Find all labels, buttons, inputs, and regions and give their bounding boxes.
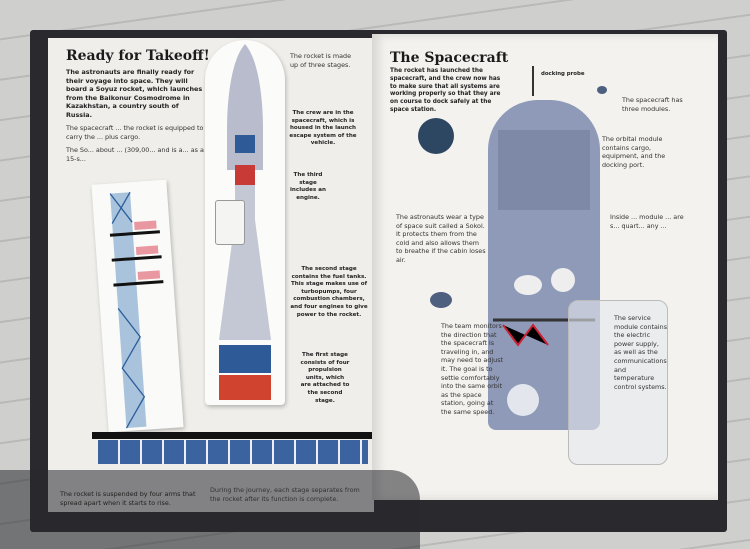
third-stage-text: The third stage includes an engine. <box>290 172 326 201</box>
asteroid-icon <box>597 86 607 94</box>
suspended-text: The rocket is suspended by four arms tha… <box>60 490 196 507</box>
stages-text: The rocket is made up of three stages. <box>290 52 352 69</box>
launch-platform <box>92 432 372 439</box>
launch-tower-pull-tab[interactable] <box>91 179 184 433</box>
crew-text: The crew are in the spacecraft, which is… <box>289 110 357 147</box>
first-stage-text: The first stage consists of four propuls… <box>300 352 350 404</box>
inside-text: Inside ... module ... are s... quart... … <box>610 213 684 230</box>
docking-probe-icon <box>532 66 534 96</box>
sokol-text: The astronauts wear a type of space suit… <box>396 213 486 264</box>
equipped-text: The spacecraft ... the rocket is equippe… <box>66 124 204 141</box>
shadow <box>0 470 420 549</box>
intro-text: The astronauts are finally ready for the… <box>66 68 203 119</box>
docking-probe-label: docking probe <box>541 71 585 77</box>
modules-text: The spacecraft has three modules. <box>622 96 683 113</box>
spacecraft-intro: The rocket has launched the spacecraft, … <box>390 68 501 113</box>
orbital-text: The orbital module contains cargo, equip… <box>602 135 666 169</box>
service-text: The service module contains the electric… <box>614 314 668 391</box>
second-stage-text: The second stage contains the fuel tanks… <box>290 266 368 318</box>
right-title: The Spacecraft <box>390 50 509 66</box>
service-module-pull-tab[interactable] <box>568 300 668 465</box>
launch-tower-illustration <box>109 191 164 429</box>
soyuz-text: The So... about ... (309,00... and is a.… <box>66 146 204 163</box>
rocket-illustration <box>219 44 271 400</box>
asteroid-icon <box>430 292 452 308</box>
journey-text: During the journey, each stage separates… <box>210 486 360 503</box>
left-title: Ready for Takeoff! <box>66 48 210 64</box>
pull-tab-clip[interactable] <box>215 200 245 245</box>
monitors-text: The team monitors the direction that the… <box>441 322 504 416</box>
planet-icon <box>418 118 454 154</box>
platform-base <box>98 440 368 464</box>
